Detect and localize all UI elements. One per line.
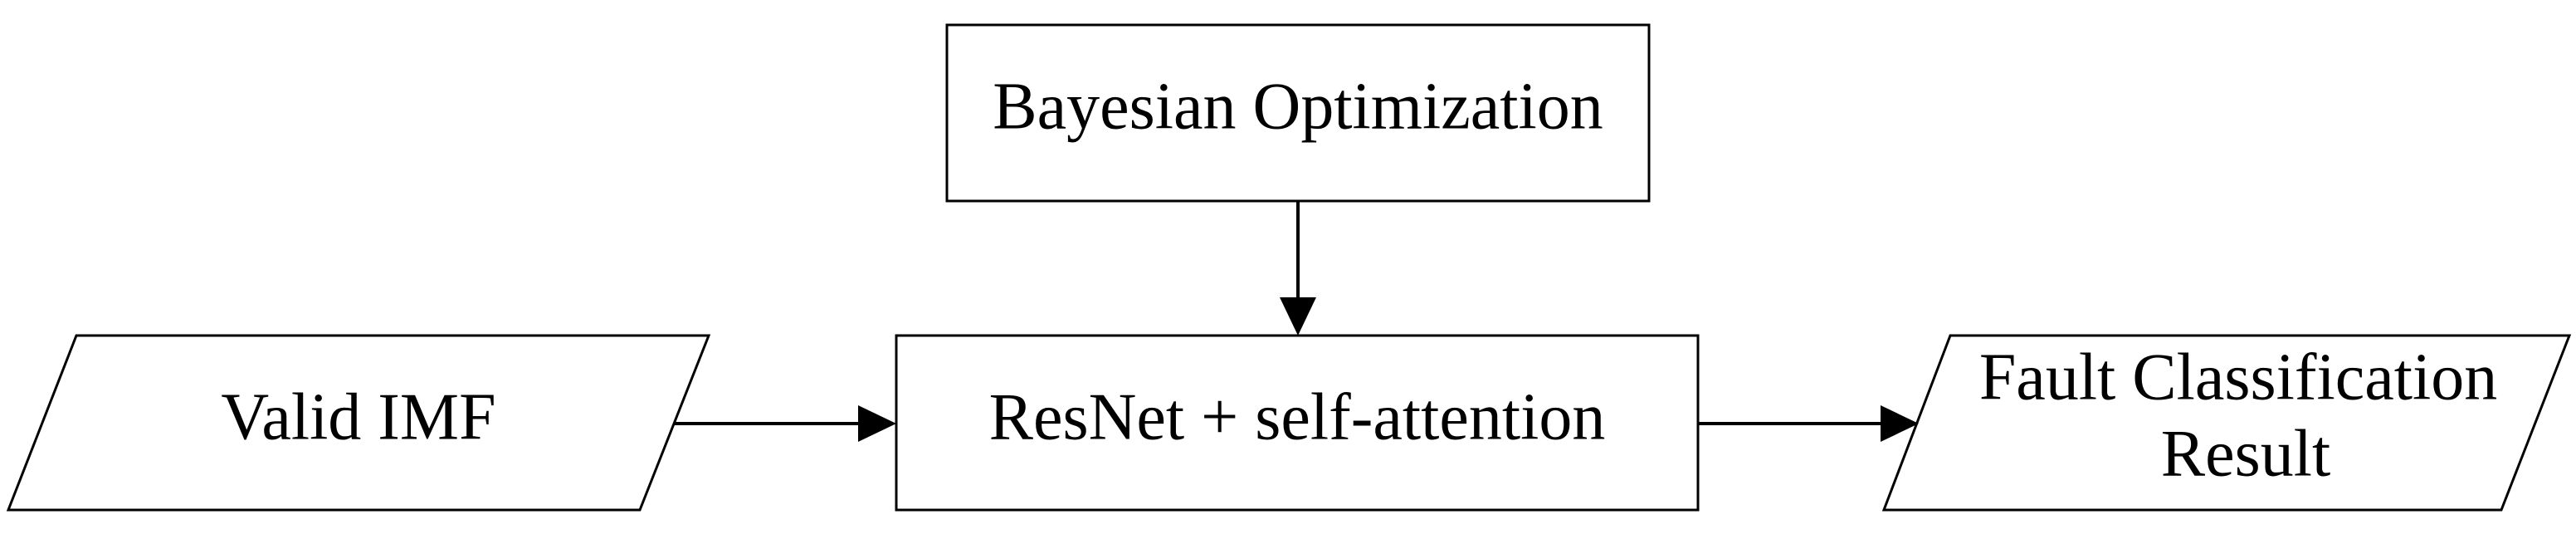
valid-imf-label: Valid IMF: [221, 380, 495, 453]
valid-imf-parallelogram: [6, 334, 711, 512]
bayesian-optimization-box: [945, 23, 1651, 203]
fault-result-label-line1: Fault Classification: [1979, 341, 2497, 414]
arrow-resnet-to-result: [1698, 405, 1919, 442]
valid-imf-node: Valid IMF: [6, 334, 711, 512]
fault-result-node: Fault Classification Result: [1881, 334, 2572, 512]
arrowhead-right-icon: [858, 405, 896, 442]
arrow-bayesian-to-resnet: [1280, 201, 1316, 336]
fault-result-parallelogram: [1881, 334, 2572, 512]
fault-result-label-line2: Result: [2161, 417, 2330, 490]
arrowhead-right-icon: [1881, 405, 1919, 442]
resnet-node: ResNet + self-attention: [895, 334, 1700, 512]
arrowhead-down-icon: [1280, 297, 1316, 336]
bayesian-optimization-label: Bayesian Optimization: [993, 70, 1603, 143]
arrow-imf-to-resnet: [674, 405, 896, 442]
resnet-label: ResNet + self-attention: [989, 380, 1606, 453]
bayesian-optimization-node: Bayesian Optimization: [945, 23, 1651, 203]
resnet-box: [895, 334, 1700, 512]
